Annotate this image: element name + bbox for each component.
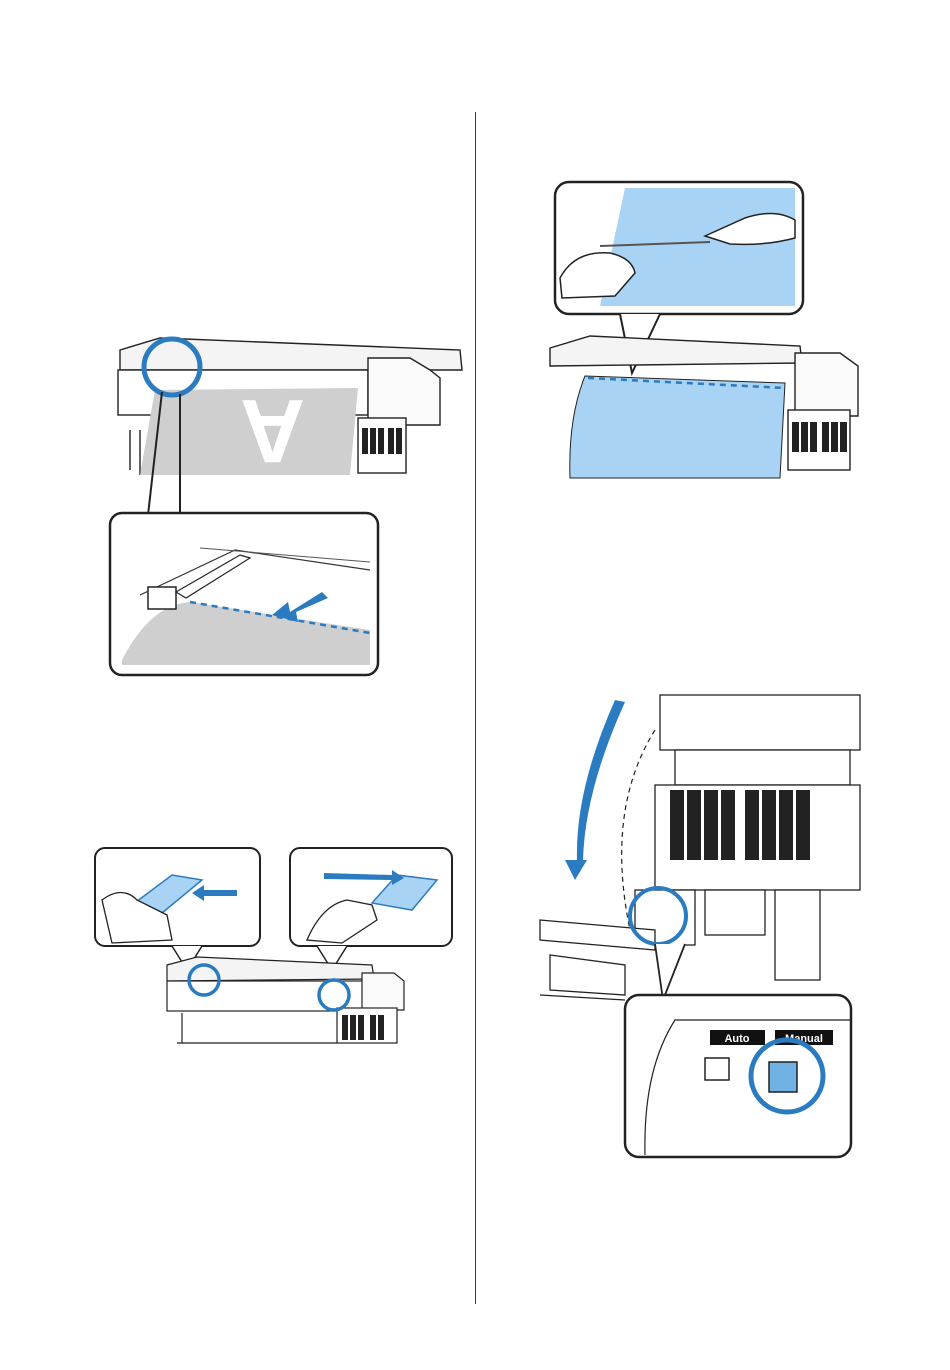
switch-manual[interactable] (769, 1062, 797, 1092)
auto-label: Auto (724, 1033, 749, 1045)
media-sheet (570, 376, 785, 478)
printer-illustration (167, 957, 404, 1043)
printer-illustration (540, 695, 860, 1000)
svg-text:A: A (240, 380, 305, 480)
fig-takeup-switch: Auto Manual (535, 690, 865, 1160)
fig-remove-edge-plates: A (100, 330, 500, 700)
rotate-arrow-icon (565, 700, 625, 880)
fig-cut-media (540, 178, 870, 483)
fig-move-edge-plates (92, 845, 457, 1050)
switch-auto[interactable] (705, 1058, 729, 1080)
zoom-box (625, 995, 851, 1157)
column-divider (475, 112, 476, 1304)
